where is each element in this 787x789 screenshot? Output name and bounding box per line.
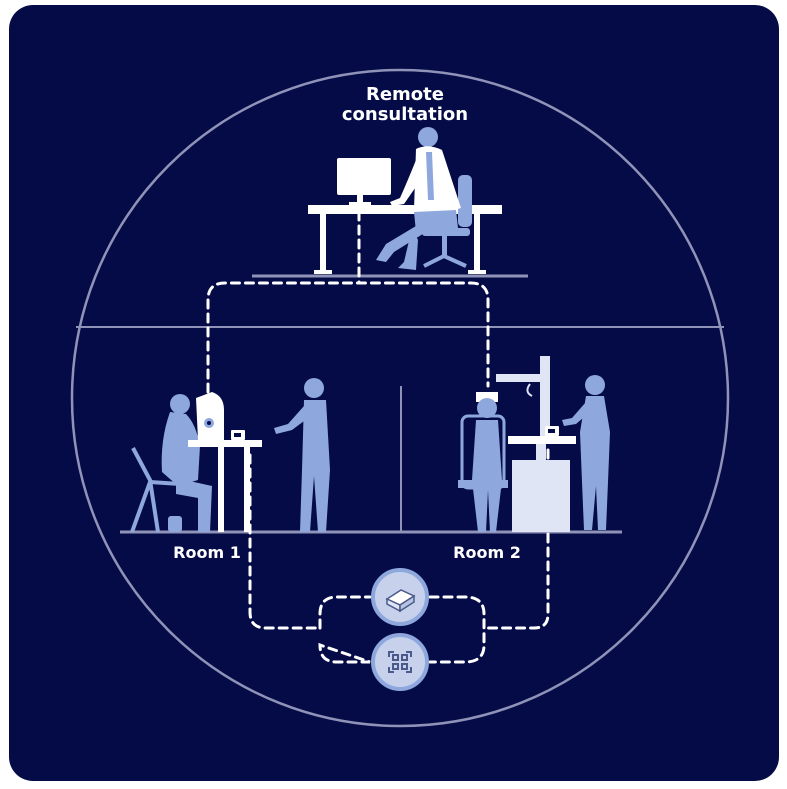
- instrument-cabinet: [512, 460, 570, 532]
- diagram-panel: Remote consultation Room 1 Room 2: [9, 5, 779, 781]
- computer-monitor-icon: [337, 158, 391, 205]
- doctor-figure: [376, 127, 461, 270]
- desk-top: [308, 205, 502, 214]
- room-2-scene: [458, 356, 610, 532]
- patient-figure-room-2: [472, 398, 502, 532]
- patient-chair: [130, 447, 181, 533]
- storage-loop: [318, 595, 486, 664]
- doctor-workstation: [308, 127, 502, 274]
- qr-code-icon: [388, 651, 412, 673]
- room-1-scene: [130, 378, 330, 533]
- eye-scanner-icon: [196, 392, 224, 440]
- room-1-label: Room 1: [173, 543, 241, 562]
- patient-figure-room-1: [161, 394, 212, 532]
- operator-figure-room-2: [562, 375, 610, 530]
- header-line-1: Remote: [366, 84, 444, 105]
- operator-figure-room-1: [274, 378, 330, 532]
- device-node: [371, 568, 429, 626]
- qr-node: [371, 633, 429, 691]
- top-connection: [206, 210, 490, 394]
- keyboard-device-icon: [545, 426, 559, 436]
- room-2-label: Room 2: [453, 543, 521, 562]
- instrument-table-top: [188, 440, 262, 447]
- office-chair: [422, 175, 472, 268]
- header-line-2: consultation: [342, 104, 468, 125]
- control-device-icon: [231, 430, 245, 440]
- room2-to-storage: [482, 448, 550, 630]
- outer-circle: [70, 68, 730, 728]
- network-connections: [206, 210, 550, 664]
- device-icon: [385, 589, 416, 613]
- room1-to-storage: [248, 453, 322, 630]
- workflow-diagram: Remote consultation Room 1 Room 2: [70, 68, 730, 728]
